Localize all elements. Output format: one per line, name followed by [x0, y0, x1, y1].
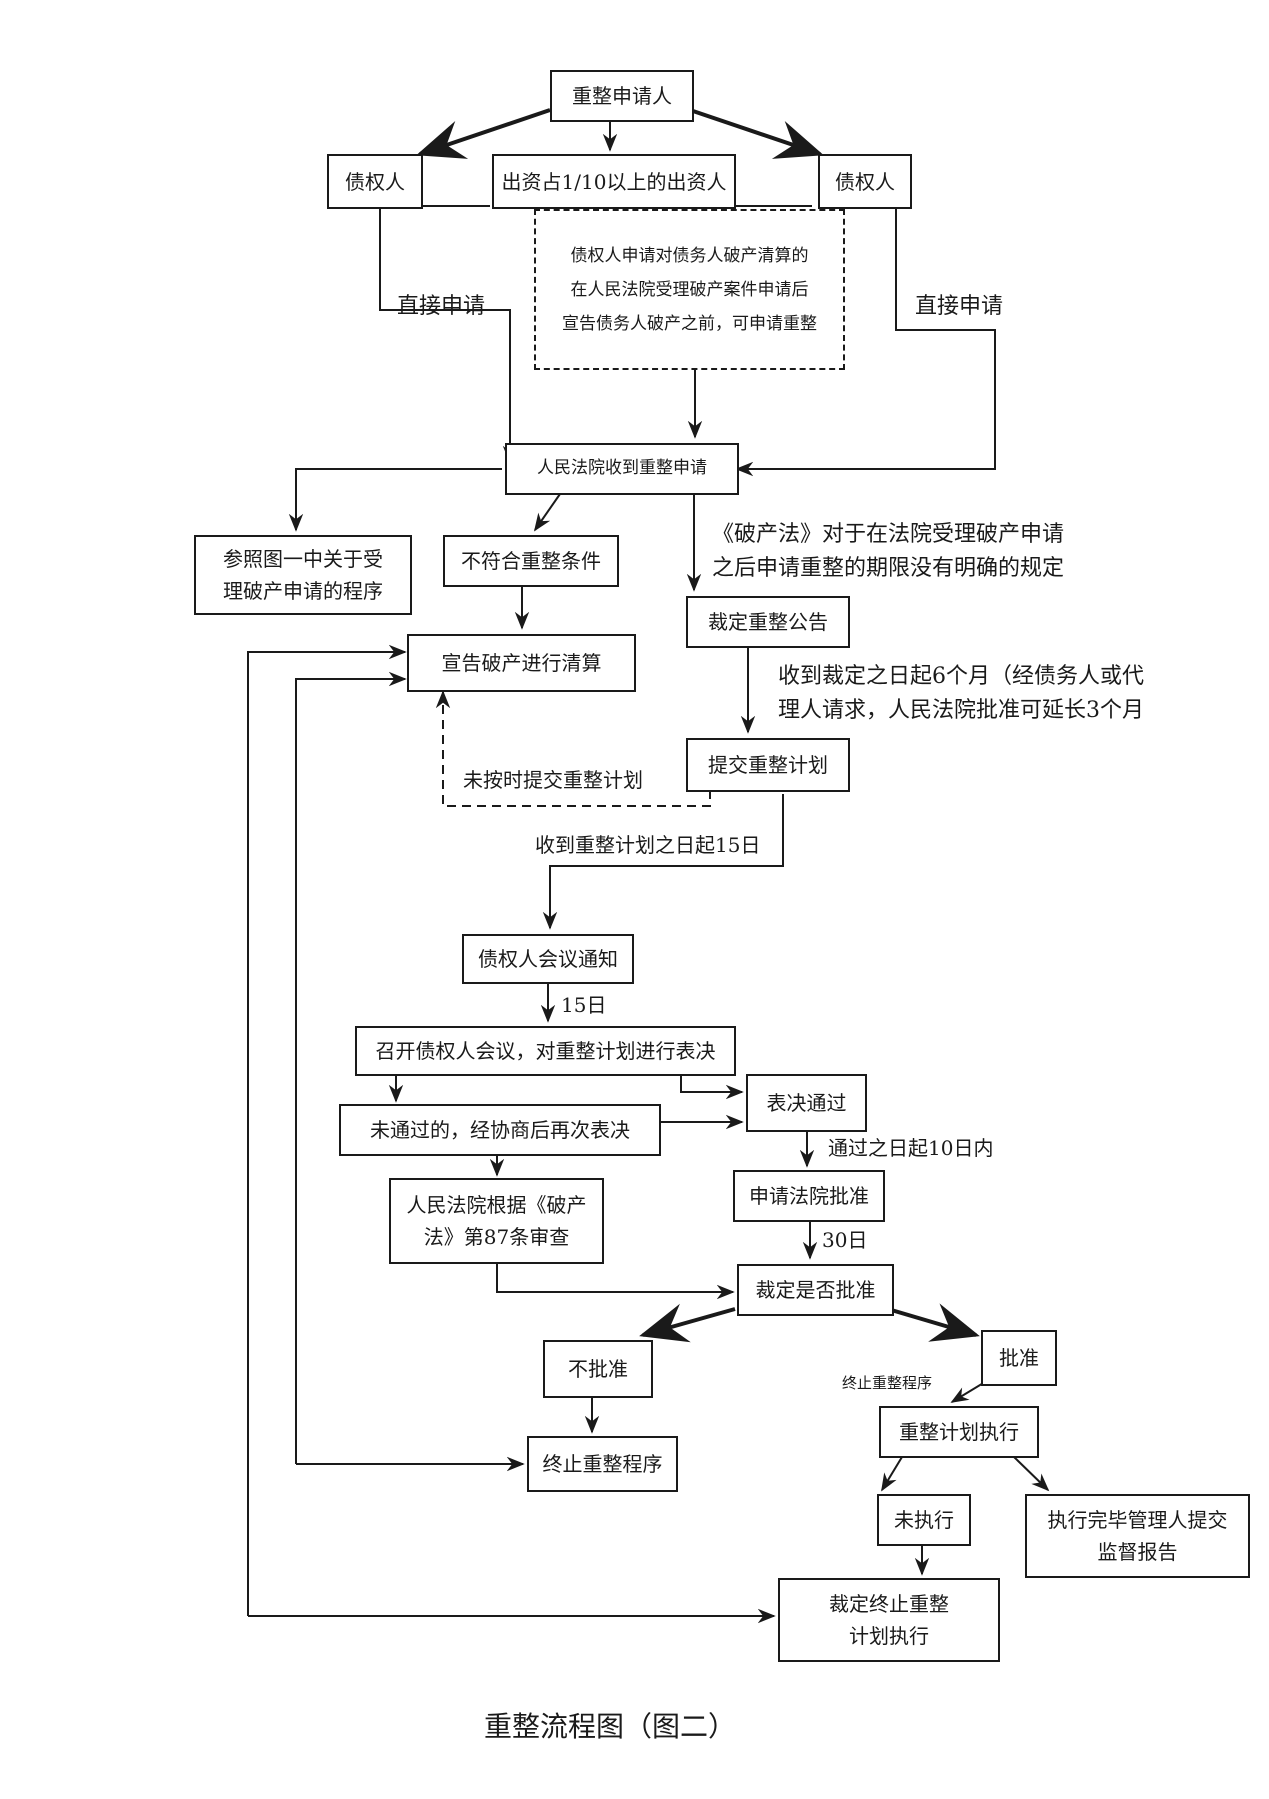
- label-terminate-small: 终止重整程序: [842, 1374, 933, 1392]
- label-law-note: 《破产法》对于在法院受理破产申请 之后申请重整的期限没有明确的规定: [712, 518, 1064, 586]
- court-review-line-2: 法》第87条审查: [423, 1225, 570, 1249]
- refer-fig1-line-2: 理破产申请的程序: [223, 579, 383, 603]
- node-creditor-left: 债权人: [327, 154, 423, 209]
- edge-late-plan: [435, 690, 711, 807]
- node-creditors-notice: 债权人会议通知: [462, 934, 634, 984]
- edge-court-not-qualified: [533, 493, 561, 532]
- node-not-executed: 未执行: [877, 1494, 971, 1546]
- note-dashed-line-2: 在人民法院受理破产案件申请后: [570, 279, 809, 300]
- node-vote-passed: 表决通过: [746, 1074, 867, 1132]
- court-review-line-1: 人民法院根据《破产: [406, 1193, 587, 1217]
- edge-court-refer: [288, 468, 502, 532]
- node-submit-plan: 提交重整计划: [686, 738, 850, 792]
- refer-fig1-line-1: 参照图一中关于受: [223, 547, 383, 571]
- node-court-receives: 人民法院收到重整申请: [505, 443, 739, 495]
- node-applicant: 重整申请人: [550, 70, 694, 122]
- edge-submit-notice: [542, 794, 784, 930]
- edge-meeting-passed: [680, 1076, 744, 1100]
- node-declare-bankruptcy: 宣告破产进行清算: [407, 634, 636, 692]
- node-plan-execution: 重整计划执行: [879, 1406, 1039, 1458]
- node-creditor-right: 债权人: [818, 154, 912, 209]
- label-direct-right: 直接申请: [915, 294, 1004, 319]
- edge-execution-done: [1013, 1456, 1050, 1492]
- execution-done-line-1: 执行完毕管理人提交: [1047, 1508, 1228, 1532]
- label-fifteen-days-plan: 收到重整计划之日起15日: [535, 833, 761, 857]
- rule-terminate-line-2: 计划执行: [849, 1624, 929, 1648]
- six-months-line-1: 收到裁定之日起6个月（经债务人或代: [778, 664, 1144, 689]
- node-apply-court-approval: 申请法院批准: [733, 1170, 885, 1222]
- edge-creditor-left-court: [379, 208, 518, 464]
- node-refer-fig1: 参照图一中关于受 理破产申请的程序: [194, 535, 412, 615]
- edge-applicant-creditor-left: [416, 108, 551, 159]
- node-rule-terminate: 裁定终止重整 计划执行: [778, 1578, 1000, 1662]
- node-execution-done: 执行完毕管理人提交 监督报告: [1025, 1494, 1250, 1578]
- six-months-line-2: 理人请求，人民法院批准可延长3个月: [778, 698, 1144, 724]
- node-investor: 出资占1/10以上的出资人: [492, 154, 736, 209]
- label-late-plan: 未按时提交重整计划: [463, 768, 643, 792]
- node-ruling-announce: 裁定重整公告: [686, 596, 850, 648]
- note-dashed-line-1: 债权人申请对债务人破产清算的: [570, 245, 809, 266]
- label-ten-days: 通过之日起10日内: [828, 1136, 994, 1160]
- node-approved: 批准: [981, 1330, 1057, 1386]
- edge-rule-notapproved: [639, 1303, 736, 1343]
- edge-execution-notexecuted: [881, 1456, 903, 1492]
- execution-done-line-2: 监督报告: [1097, 1540, 1178, 1564]
- node-terminate-left: 终止重整程序: [527, 1436, 678, 1492]
- edge-approved-execution: [950, 1381, 986, 1403]
- node-not-approved: 不批准: [543, 1340, 653, 1398]
- node-rule-approve: 裁定是否批准: [737, 1264, 894, 1316]
- edge-review-rule: [496, 1262, 735, 1300]
- label-six-months: 收到裁定之日起6个月（经债务人或代 理人请求，人民法院批准可延长3个月: [778, 660, 1144, 728]
- rule-terminate-line-1: 裁定终止重整: [829, 1592, 949, 1616]
- label-direct-left: 直接申请: [397, 294, 486, 319]
- edge-applicant-creditor-right: [689, 108, 824, 159]
- edge-loop-inner-declare: [295, 671, 407, 1464]
- note-dashed-line-3: 宣告债务人破产之前，可申请重整: [562, 313, 817, 334]
- node-court-review: 人民法院根据《破产 法》第87条审查: [389, 1178, 604, 1264]
- label-thirty-days: 30日: [822, 1228, 868, 1252]
- caption: 重整流程图（图二）: [484, 1710, 737, 1743]
- edge-creditor-right-court: [735, 208, 996, 477]
- node-note-dashed: 债权人申请对债务人破产清算的 在人民法院受理破产案件申请后 宣告债务人破产之前，…: [534, 209, 845, 370]
- node-creditors-meeting: 召开债权人会议，对重整计划进行表决: [355, 1026, 736, 1076]
- edge-rule-approved: [887, 1303, 980, 1342]
- edge-loop-outer-declare: [247, 644, 407, 1616]
- law-note-line-1: 《破产法》对于在法院受理破产申请: [712, 522, 1065, 547]
- label-fifteen-days: 15日: [561, 993, 607, 1017]
- law-note-line-2: 之后申请重整的期限没有明确的规定: [712, 556, 1065, 582]
- node-not-passed-revote: 未通过的，经协商后再次表决: [339, 1104, 661, 1156]
- node-not-qualified: 不符合重整条件: [443, 535, 619, 587]
